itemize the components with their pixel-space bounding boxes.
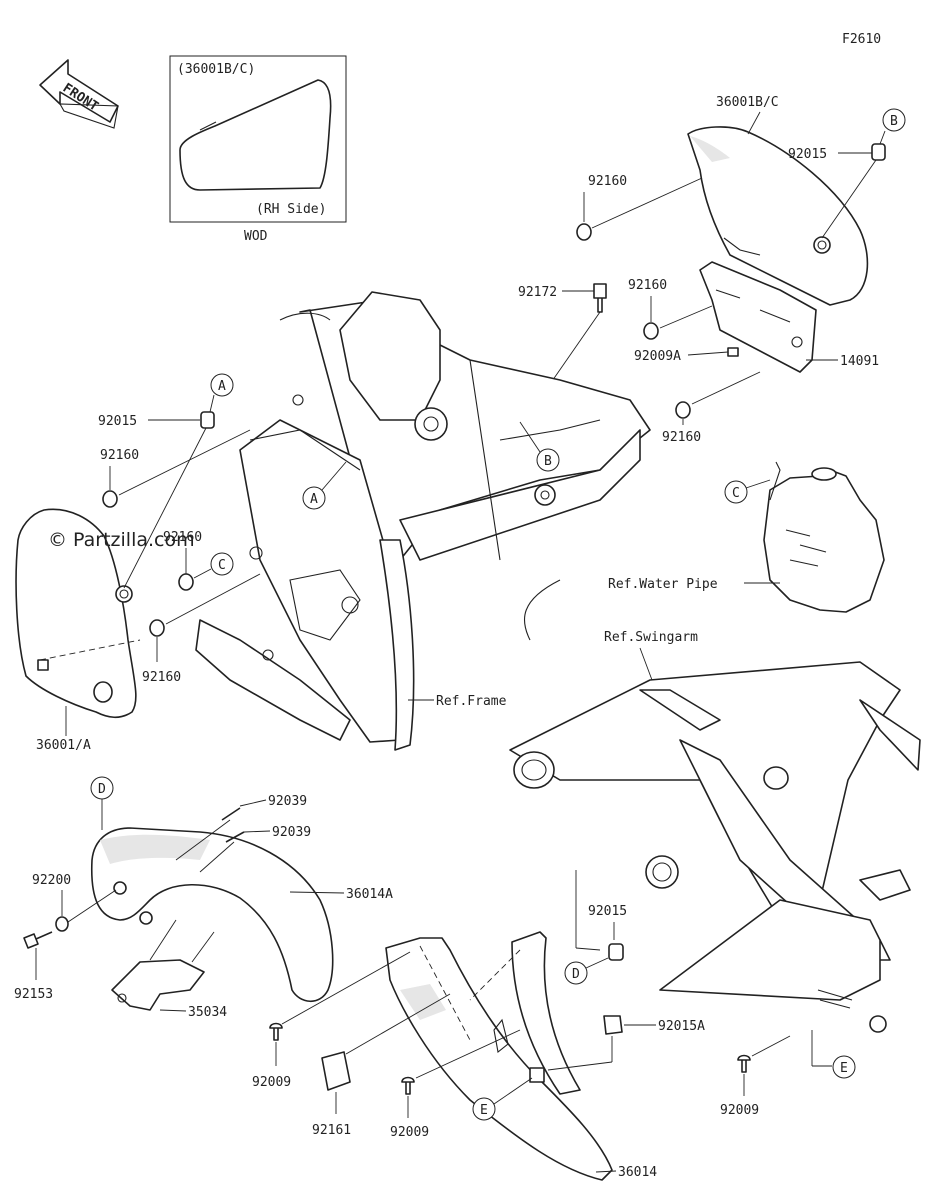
label-92153: 92153 bbox=[14, 987, 53, 1002]
label-92039-1: 92039 bbox=[268, 794, 307, 809]
label-35034: 35034 bbox=[188, 1005, 227, 1020]
frame bbox=[195, 291, 651, 751]
figure-code: F2610 bbox=[842, 32, 881, 47]
label-92161: 92161 bbox=[312, 1123, 351, 1138]
label-92160-left1: 92160 bbox=[100, 448, 139, 463]
bracket-35034 bbox=[111, 919, 215, 1011]
label-36001a: 36001/A bbox=[36, 738, 91, 753]
label-92200: 92200 bbox=[32, 873, 71, 888]
callout-e-right: E bbox=[840, 1061, 848, 1076]
chain-cover-36014a bbox=[90, 827, 334, 1003]
side-cover-right bbox=[687, 126, 869, 306]
label-36014a: 36014A bbox=[346, 887, 393, 902]
label-36014: 36014 bbox=[618, 1165, 657, 1180]
inset-caption-top: (36001B/C) bbox=[177, 62, 255, 77]
callout-c-right: C bbox=[732, 486, 740, 501]
callout-a-frame: A bbox=[310, 492, 318, 507]
label-92009a: 92009A bbox=[634, 349, 681, 364]
label-14091: 14091 bbox=[840, 354, 879, 369]
swingarm-ref bbox=[509, 661, 921, 1033]
label-92160-top: 92160 bbox=[588, 174, 627, 189]
inset-box: (36001B/C) (RH Side) bbox=[169, 55, 347, 223]
callout-d-right: D bbox=[572, 967, 580, 982]
label-92015-top: 92015 bbox=[788, 147, 827, 162]
label-92015-low: 92015 bbox=[588, 904, 627, 919]
side-cover-left bbox=[15, 508, 137, 719]
ref-swingarm: Ref.Swingarm bbox=[604, 630, 698, 645]
inset-below-label: WOD bbox=[244, 229, 268, 244]
partzilla-watermark: © Partzilla.com bbox=[48, 529, 195, 551]
label-92160-left3: 92160 bbox=[142, 670, 181, 685]
callout-a-left: A bbox=[218, 379, 226, 394]
label-92009-1: 92009 bbox=[252, 1075, 291, 1090]
callout-b-top: B bbox=[890, 114, 898, 129]
ref-frame: Ref.Frame bbox=[436, 694, 507, 709]
front-arrow-icon: FRONT bbox=[39, 59, 119, 129]
label-92160-right: 92160 bbox=[662, 430, 701, 445]
label-92039-2: 92039 bbox=[272, 825, 311, 840]
label-92160-left2: 92160 bbox=[163, 530, 202, 545]
water-pipe-ref bbox=[763, 461, 885, 613]
label-92160-mid: 92160 bbox=[628, 278, 667, 293]
label-92015a: 92015A bbox=[658, 1019, 705, 1034]
label-92172: 92172 bbox=[518, 285, 557, 300]
label-36001bc: 36001B/C bbox=[716, 95, 779, 110]
label-92009-3: 92009 bbox=[720, 1103, 759, 1118]
callout-d-left: D bbox=[98, 782, 106, 797]
callout-c-left: C bbox=[218, 558, 226, 573]
ref-water-pipe: Ref.Water Pipe bbox=[608, 577, 718, 592]
callout-e-cover: E bbox=[480, 1103, 488, 1118]
label-92009-2: 92009 bbox=[390, 1125, 429, 1140]
callout-b-frame: B bbox=[544, 454, 552, 469]
inset-caption-bottom: (RH Side) bbox=[256, 202, 326, 217]
label-92015-left: 92015 bbox=[98, 414, 137, 429]
